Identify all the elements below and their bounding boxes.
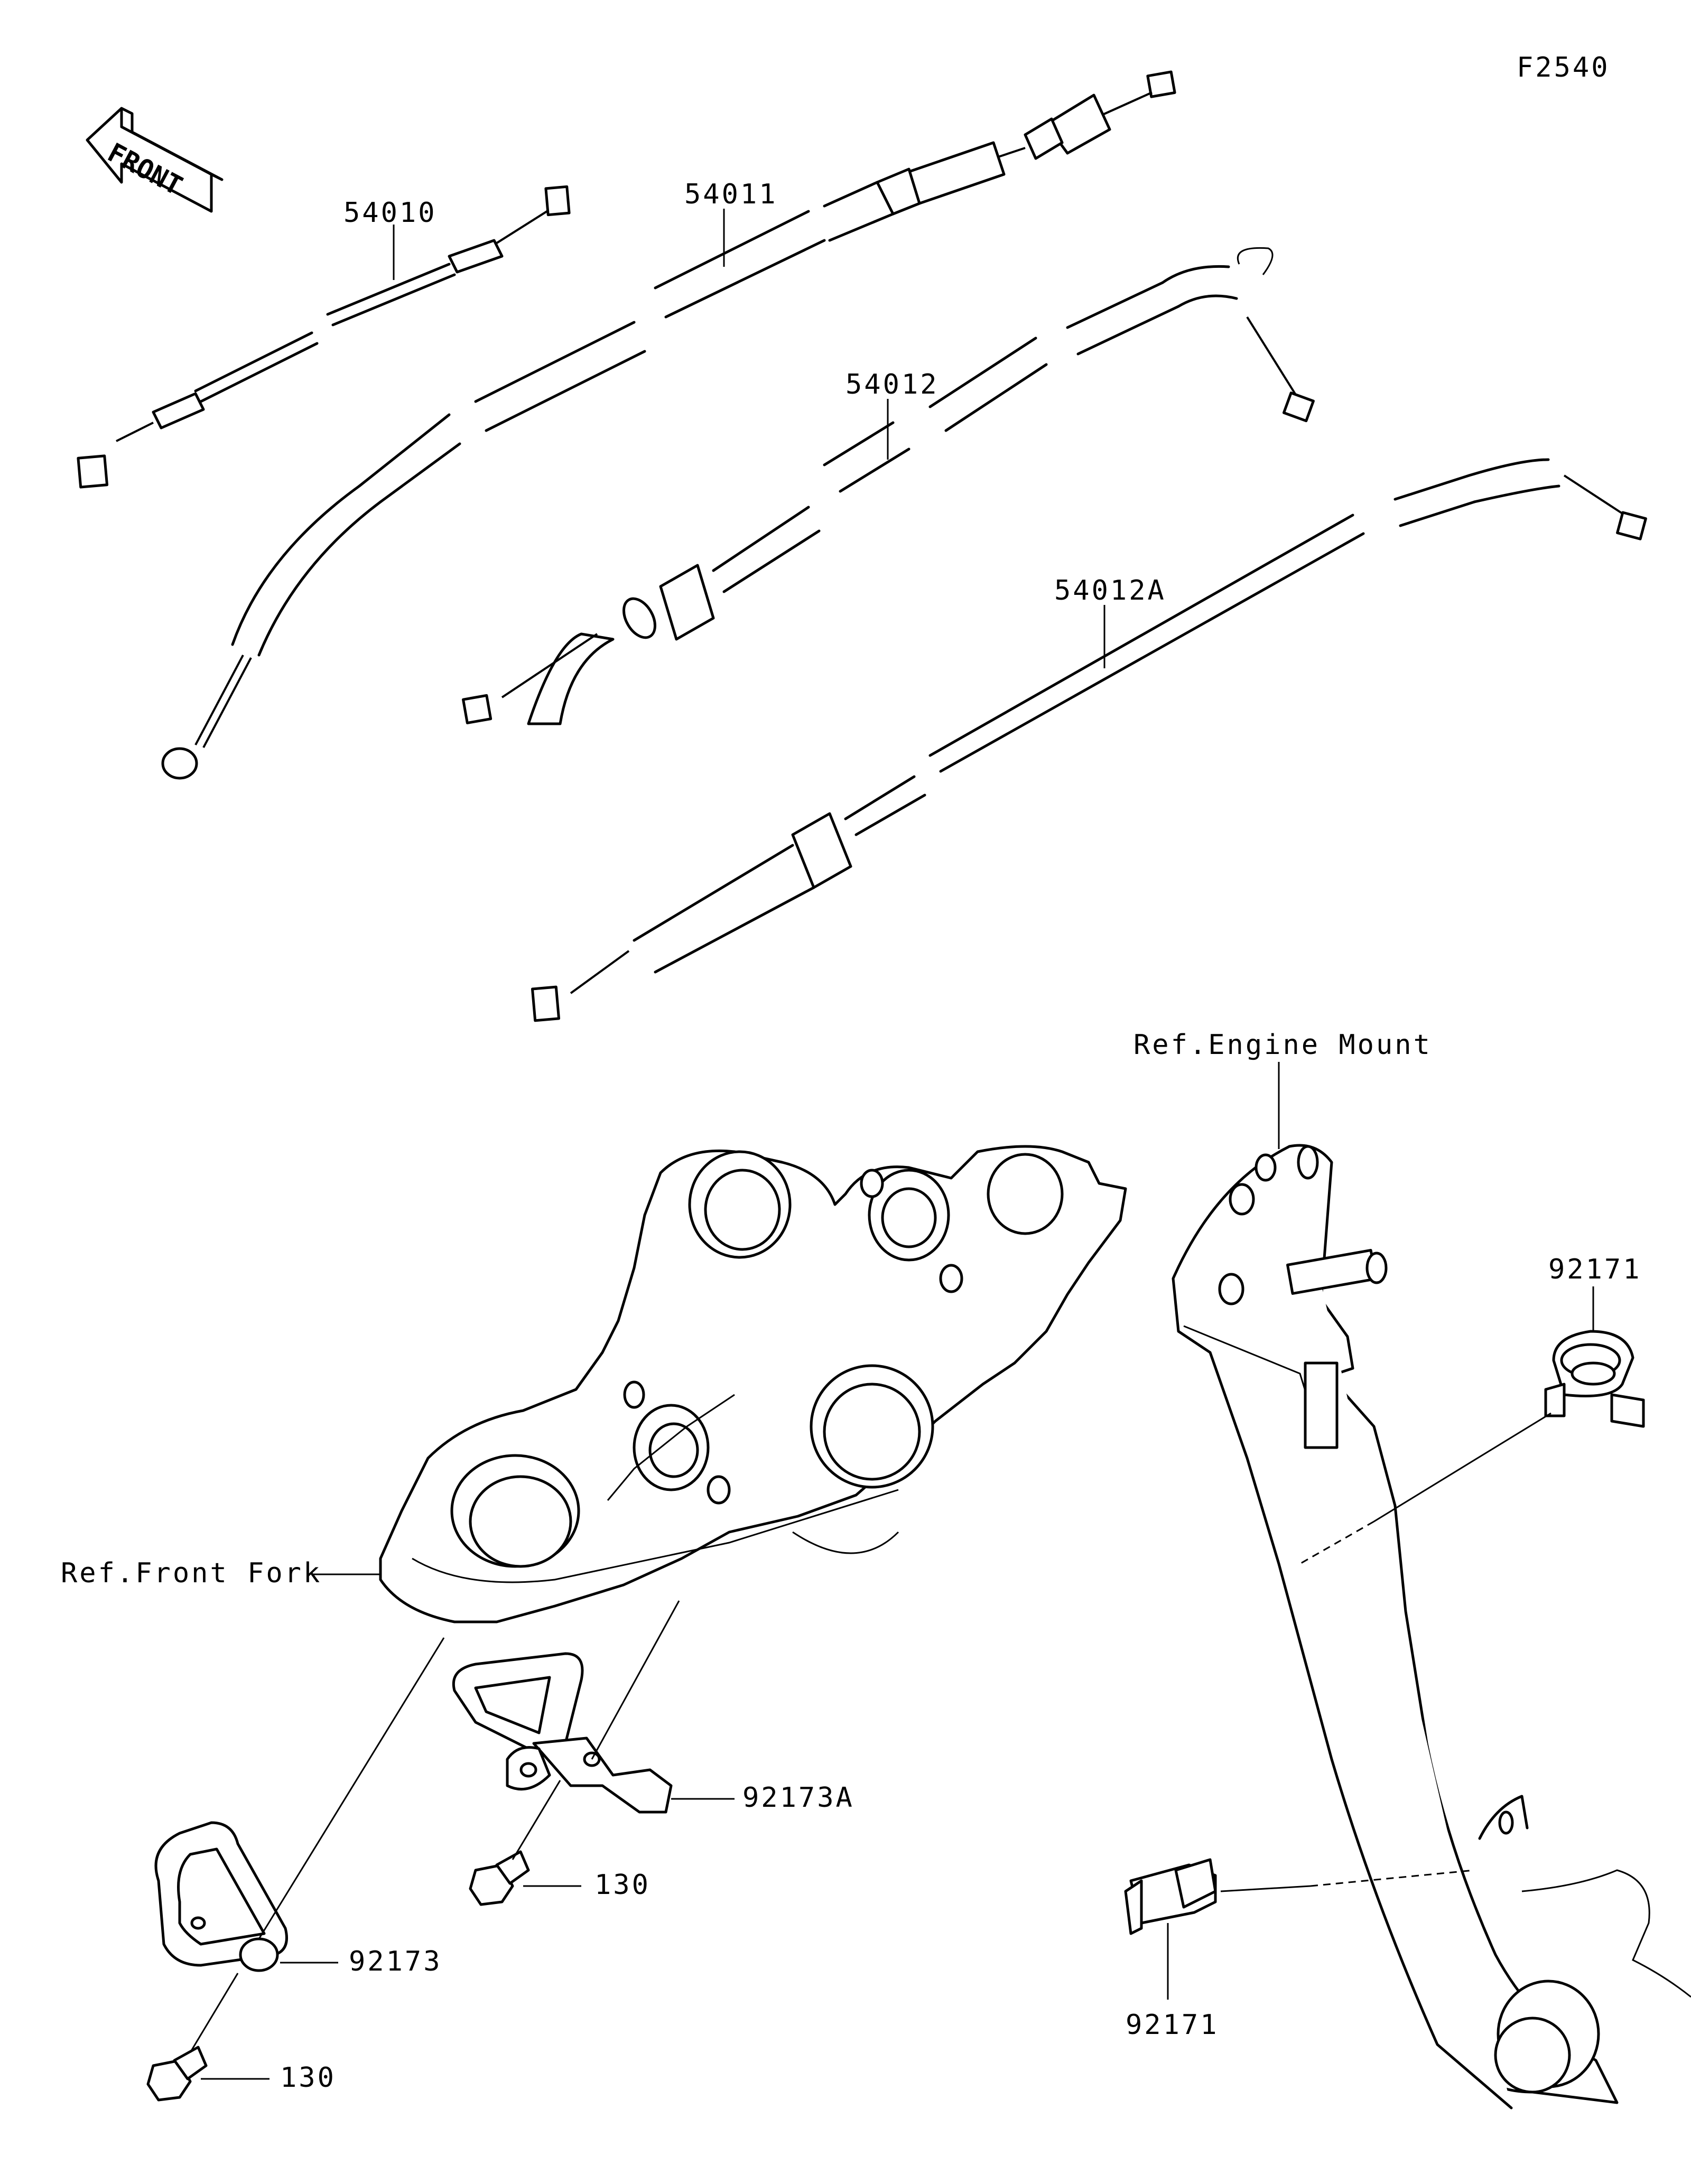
figure-code: F2540: [1517, 52, 1610, 83]
label-92173: 92173: [349, 1946, 442, 1977]
label-92173A: 92173A: [742, 1782, 854, 1814]
label-54012A: 54012A: [1054, 575, 1166, 606]
bolt-130-upper: [469, 1850, 530, 1906]
cable-54010: [77, 185, 571, 489]
clamp-92171-lower: [1124, 1858, 1217, 1935]
label-92171-lower: 92171: [1126, 2009, 1219, 2041]
label-54010: 54010: [343, 197, 437, 229]
front-arrow-icon: FRONT: [86, 107, 224, 213]
clamp-92171-upper: [1544, 1330, 1645, 1428]
ref-front-fork: Ref.Front Fork: [61, 1557, 322, 1589]
bolt-130-lower: [146, 2046, 208, 2102]
clamp-92173A: [452, 1652, 673, 1814]
label-54012: 54012: [846, 369, 939, 400]
label-130-lower: 130: [280, 2062, 336, 2094]
label-54011: 54011: [684, 179, 778, 210]
cable-54011: [161, 70, 1176, 780]
cable-54012: [462, 247, 1315, 725]
cable-54012A: [531, 458, 1647, 1022]
triple-clamp: [379, 1145, 1127, 1623]
label-92171-upper: 92171: [1548, 1254, 1642, 1285]
ref-engine-mount: Ref.Engine Mount: [1133, 1029, 1432, 1061]
engine-mount-bracket: [1172, 1144, 1691, 2110]
clamp-92173: [154, 1821, 288, 1972]
label-130-upper: 130: [594, 1869, 651, 1901]
